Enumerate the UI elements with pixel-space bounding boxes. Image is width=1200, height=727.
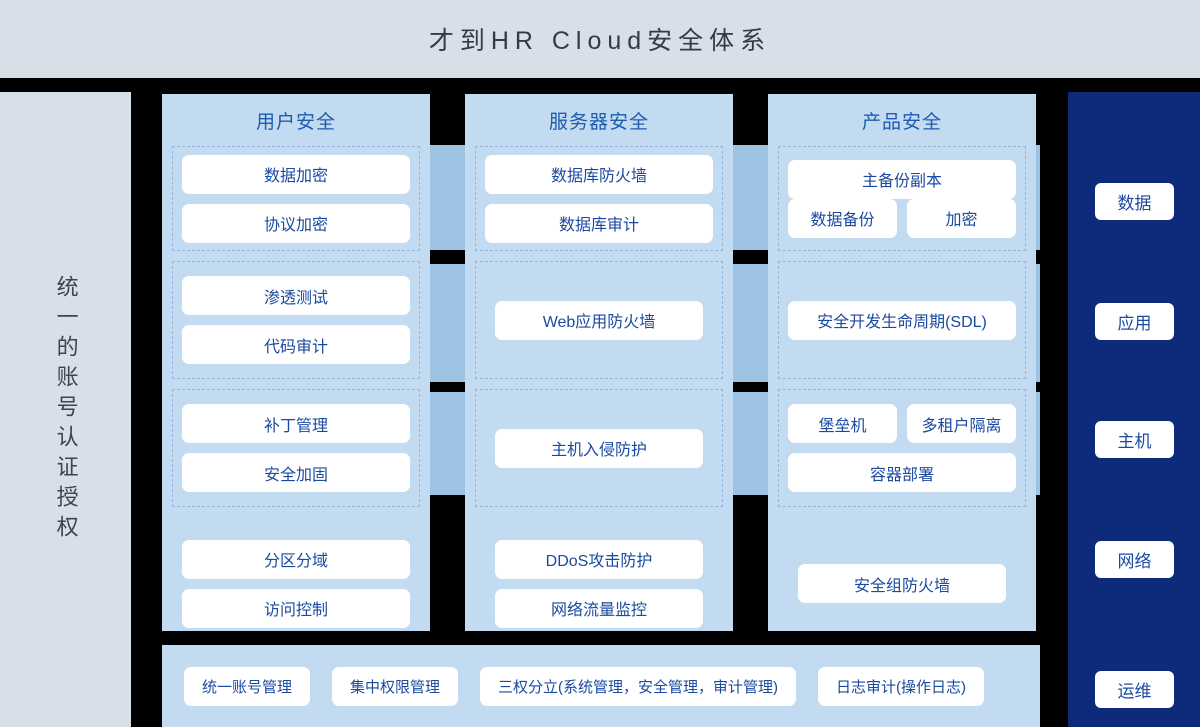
- band-group: 安全组防火墙: [778, 517, 1026, 650]
- column-user-security: 用户安全 数据加密 协议加密 渗透测试 代码审计 补丁管理 安全加固 分区分域 …: [162, 94, 430, 631]
- chip[interactable]: 代码审计: [182, 325, 410, 364]
- chip[interactable]: 主机入侵防护: [495, 428, 703, 468]
- bottom-chip-log-audit[interactable]: 日志审计(操作日志): [818, 666, 985, 706]
- chip[interactable]: 堡垒机: [788, 404, 897, 443]
- spacer: [172, 507, 420, 517]
- spacer: [778, 251, 1026, 261]
- chip[interactable]: Web应用防火墙: [495, 300, 703, 340]
- band-group: 安全开发生命周期(SDL): [778, 261, 1026, 379]
- band-group: 补丁管理 安全加固: [172, 389, 420, 507]
- bottom-chip-separation-of-powers[interactable]: 三权分立(系统管理，安全管理，审计管理): [480, 666, 797, 706]
- band-group: DDoS攻击防护 网络流量监控: [475, 517, 723, 650]
- chip[interactable]: 加密: [907, 198, 1016, 238]
- chip[interactable]: 主备份副本: [788, 159, 1016, 199]
- bottom-chip-central-permission[interactable]: 集中权限管理: [332, 666, 459, 706]
- bottom-chip-unified-account[interactable]: 统一账号管理: [184, 666, 311, 706]
- band-group: 主备份副本 数据备份 加密: [778, 146, 1026, 251]
- chip[interactable]: 多租户隔离: [907, 404, 1016, 443]
- band-group: 主机入侵防护: [475, 389, 723, 507]
- layer-badge-network[interactable]: 网络: [1095, 541, 1174, 578]
- band-group: Web应用防火墙: [475, 261, 723, 379]
- chip[interactable]: 数据加密: [182, 154, 410, 194]
- chip[interactable]: 补丁管理: [182, 404, 410, 443]
- bottom-bar-account-management: 统一账号管理 集中权限管理 三权分立(系统管理，安全管理，审计管理) 日志审计(…: [162, 645, 1040, 727]
- spacer: [475, 507, 723, 517]
- page-title: 才到HR Cloud安全体系: [428, 27, 772, 55]
- chip-row: 数据备份 加密: [788, 198, 1016, 238]
- chip[interactable]: 访问控制: [182, 588, 410, 628]
- spacer: [475, 379, 723, 389]
- chip[interactable]: 分区分域: [182, 539, 410, 579]
- chip[interactable]: 安全组防火墙: [798, 564, 1006, 603]
- column-server-security: 服务器安全 数据库防火墙 数据库审计 Web应用防火墙 主机入侵防护 DDoS攻…: [465, 94, 733, 631]
- column-title: 服务器安全: [548, 111, 649, 133]
- column-product-security: 产品安全 主备份副本 数据备份 加密 安全开发生命周期(SDL) 堡垒机 多租户…: [768, 94, 1036, 631]
- chip[interactable]: 数据库审计: [485, 203, 713, 243]
- column-title: 用户安全: [255, 111, 336, 133]
- left-sidebar-label: 统一的账号认证授权: [53, 274, 79, 545]
- chip[interactable]: 安全开发生命周期(SDL): [788, 300, 1016, 340]
- chip[interactable]: 数据库防火墙: [485, 154, 713, 194]
- column-title: 产品安全: [861, 111, 942, 133]
- band-group: 数据库防火墙 数据库审计: [475, 146, 723, 251]
- layer-badge-data[interactable]: 数据: [1095, 183, 1174, 220]
- chip[interactable]: 数据备份: [788, 198, 897, 238]
- chip[interactable]: 协议加密: [182, 203, 410, 243]
- left-sidebar-unified-auth: 统一的账号认证授权: [0, 92, 131, 727]
- spacer: [778, 379, 1026, 389]
- chip[interactable]: 安全加固: [182, 453, 410, 492]
- chip[interactable]: DDoS攻击防护: [495, 539, 703, 579]
- band-group: 分区分域 访问控制: [172, 517, 420, 650]
- spacer: [475, 251, 723, 261]
- spacer: [778, 507, 1026, 517]
- chip-row: 堡垒机 多租户隔离: [788, 404, 1016, 443]
- chip[interactable]: 容器部署: [788, 453, 1016, 492]
- band-group: 渗透测试 代码审计: [172, 261, 420, 379]
- layer-badge-host[interactable]: 主机: [1095, 421, 1174, 458]
- band-group: 堡垒机 多租户隔离 容器部署: [778, 389, 1026, 507]
- page-header: 才到HR Cloud安全体系: [0, 0, 1200, 78]
- spacer: [172, 251, 420, 261]
- chip[interactable]: 渗透测试: [182, 276, 410, 315]
- band-group: 数据加密 协议加密: [172, 146, 420, 251]
- spacer: [172, 379, 420, 389]
- layer-badge-application[interactable]: 应用: [1095, 303, 1174, 340]
- chip[interactable]: 网络流量监控: [495, 588, 703, 628]
- layer-badge-operations[interactable]: 运维: [1095, 671, 1174, 708]
- right-sidebar-layers: 数据 应用 主机 网络 运维: [1068, 92, 1200, 727]
